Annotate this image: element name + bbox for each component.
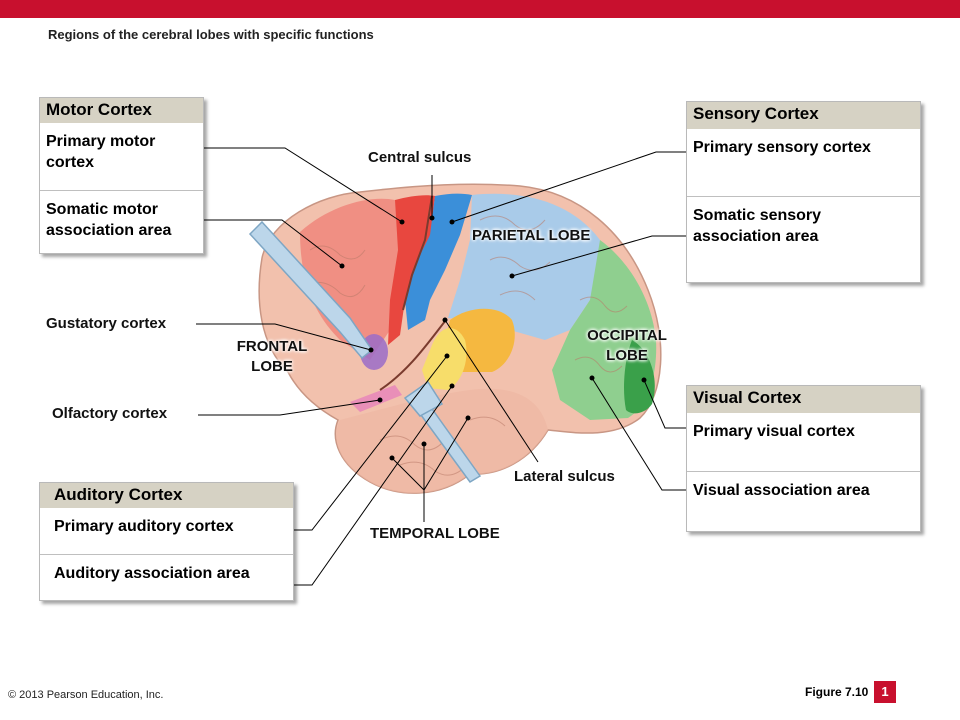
olfactory-cortex-label: Olfactory cortex	[52, 405, 168, 422]
leader-gustatory	[196, 323, 372, 351]
primary-sensory-cortex-label: Primary sensory cortex	[693, 139, 871, 156]
retractor-upper	[248, 220, 374, 360]
occipital-lobe-line-2: LOBE	[606, 347, 648, 364]
primary-visual-region	[624, 340, 655, 414]
leader-temporal-3	[423, 417, 469, 491]
primary-motor-cortex-label: Primary motor cortex	[46, 133, 156, 171]
slide-title: Regions of the cerebral lobes with speci…	[48, 27, 374, 42]
leader-primary-sensory	[451, 151, 686, 223]
motor-association-region	[300, 198, 402, 360]
sensory-association-region	[448, 193, 608, 340]
central-sulcus-label: Central sulcus	[368, 149, 472, 166]
lateral-sulcus-line	[379, 319, 447, 391]
temporal-lobe-label: TEMPORAL LOBE	[370, 525, 500, 542]
somatic-motor-association-label: Somatic motor association area	[40, 190, 203, 253]
somatic-sensory-association-label: Somatic sensory association area	[687, 196, 920, 282]
leader-primary-auditory	[293, 355, 448, 531]
motor-cortex-box: Motor Cortex Primary motor cortex Somati…	[39, 97, 204, 254]
visual-cortex-header: Visual Cortex	[687, 386, 920, 413]
leader-sensory-assoc	[511, 235, 686, 277]
primary-auditory-cortex-label: Primary auditory cortex	[54, 518, 234, 535]
occipital-lobe-line-1: OCCIPITAL	[587, 327, 667, 344]
frontal-lobe-label: FRONTAL LOBE	[222, 337, 322, 377]
page-number: 1	[874, 681, 896, 703]
top-accent-bar	[0, 0, 960, 18]
retractor-lower	[403, 380, 482, 483]
leader-primary-visual	[643, 379, 686, 429]
parietal-lobe-label: PARIETAL LOBE	[472, 227, 591, 244]
gustatory-cortex-label: Gustatory cortex	[46, 315, 167, 332]
auditory-cortex-header: Auditory Cortex	[40, 483, 293, 508]
primary-visual-cortex-label: Primary visual cortex	[693, 423, 855, 440]
frontal-lobe-line-1: FRONTAL	[236, 338, 308, 355]
occipital-lobe-label: OCCIPITAL LOBE	[570, 326, 684, 366]
leader-motor-assoc	[203, 219, 343, 267]
sensory-cortex-box: Sensory Cortex Primary sensory cortex So…	[686, 101, 921, 283]
auditory-cortex-box: Auditory Cortex Primary auditory cortex …	[39, 482, 294, 601]
leader-lateral-sulcus	[444, 319, 539, 463]
leader-dots	[339, 215, 647, 461]
visual-association-label: Visual association area	[687, 471, 920, 531]
primary-motor-region	[388, 195, 435, 345]
copyright-text: © 2013 Pearson Education, Inc.	[8, 689, 164, 701]
leader-primary-motor	[203, 147, 403, 223]
leader-visual-assoc	[591, 377, 686, 491]
primary-sensory-region	[405, 193, 472, 330]
visual-cortex-box: Visual Cortex Primary visual cortex Visu…	[686, 385, 921, 532]
motor-cortex-header: Motor Cortex	[40, 98, 203, 123]
sensory-cortex-header: Sensory Cortex	[687, 102, 920, 129]
olfactory-region	[350, 385, 402, 412]
leader-auditory-assoc	[293, 385, 453, 586]
frontal-lobe-line-2: LOBE	[251, 358, 293, 375]
leader-olfactory	[198, 399, 381, 416]
auditory-association-label: Auditory association area	[40, 554, 293, 600]
lateral-sulcus-label: Lateral sulcus	[514, 468, 615, 485]
figure-number: Figure 7.10	[805, 685, 869, 699]
central-sulcus-line	[402, 195, 433, 311]
leader-lines	[196, 147, 686, 586]
